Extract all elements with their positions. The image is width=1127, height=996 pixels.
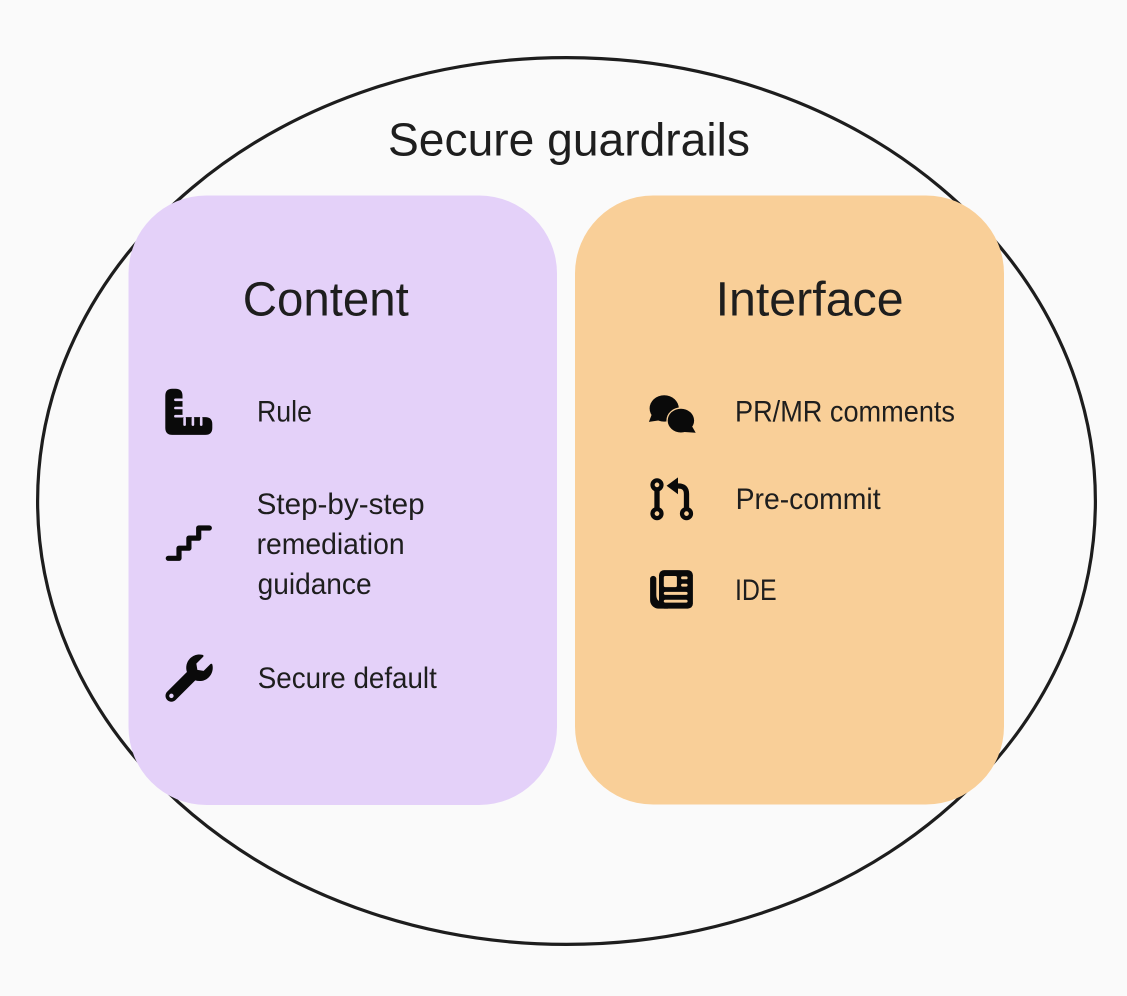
svg-text:Secure guardrails: Secure guardrails — [388, 114, 750, 166]
svg-text:Rule: Rule — [257, 396, 312, 429]
svg-text:Content: Content — [243, 273, 410, 327]
svg-text:Step-by-step: Step-by-step — [257, 488, 425, 521]
svg-text:IDE: IDE — [735, 574, 777, 607]
svg-text:guidance: guidance — [258, 568, 372, 601]
svg-text:PR/MR comments: PR/MR comments — [735, 396, 955, 429]
svg-text:Secure default: Secure default — [258, 662, 437, 695]
svg-text:Interface: Interface — [716, 272, 904, 326]
svg-text:Pre-commit: Pre-commit — [736, 483, 881, 516]
svg-text:remediation: remediation — [257, 528, 405, 561]
